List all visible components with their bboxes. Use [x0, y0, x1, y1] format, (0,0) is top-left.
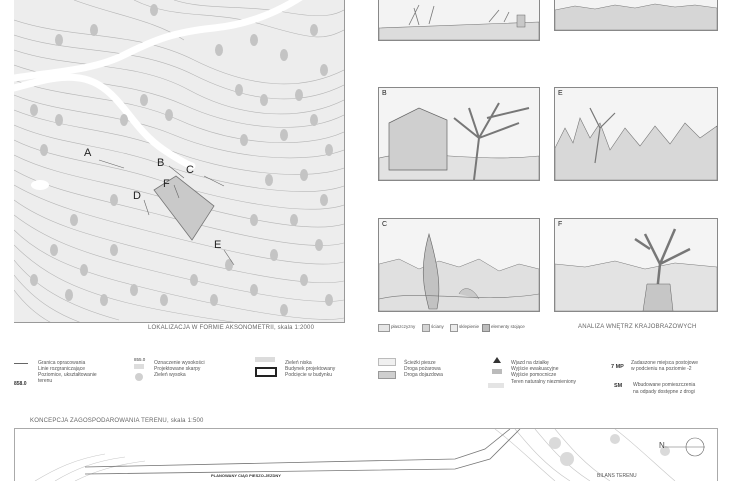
legend-lines: Linie rozgraniczające: [38, 366, 85, 372]
legend-standing: elementy stojące: [491, 324, 525, 329]
north-label: N: [659, 441, 665, 450]
concept-caption: KONCEPCJA ZAGOSPODAROWANIA TERENU, skala…: [30, 418, 204, 424]
legend-slopes: Projektowane skarpy: [154, 366, 201, 372]
legend-entry: Wjazd na działkę: [511, 360, 549, 366]
legend-evac-exit: Wyjście ewakuacyjne: [511, 366, 559, 372]
legend-vault: sklepienie: [459, 324, 480, 329]
legend-boundary: Granica opracowania: [38, 360, 86, 366]
legend-undercut: Podcięcie w budynku: [285, 372, 332, 378]
map-caption: LOKALIZACJA W FORMIE AKSONOMETRII, skala…: [148, 325, 315, 331]
path-label: PLANOWANY CIĄG PIESZO-JEZDNY: [211, 473, 281, 478]
legend-swatch-vault: [450, 324, 458, 332]
panel-f-letter: F: [558, 221, 563, 228]
panel-b-drawing: [379, 88, 539, 180]
balance-label: BILANS TERENU: [597, 473, 637, 479]
panel-b: B: [378, 87, 540, 181]
parking-code: 7 MP: [611, 364, 624, 370]
marker-c: C: [186, 164, 194, 176]
axonometric-map: A B C D E F: [14, 0, 345, 323]
panel-b-letter: B: [382, 90, 387, 97]
legend-waste-2: na odpady dostępne z drogi: [633, 389, 695, 395]
legend-parking-1: Zadaszone miejsca postojowe: [631, 360, 698, 366]
legend-building: Budynek projektowany: [285, 366, 336, 372]
access-road-icon: [378, 371, 396, 379]
panel-e-drawing: [555, 88, 717, 180]
legend-swatch-planes: [378, 324, 390, 332]
panel-c-letter: C: [382, 221, 388, 228]
concept-plan-svg: [34, 429, 705, 481]
waste-code: SM: [614, 383, 623, 389]
legend-tall-greenery: Zieleń wysoka: [154, 372, 186, 378]
legend-walls: ściany: [431, 324, 444, 329]
marker-f: F: [163, 178, 170, 190]
building-icon: [255, 367, 277, 377]
contour-map-svg: [14, 0, 344, 322]
legend-terrain: terenu: [38, 378, 53, 384]
legend-fire-road: Droga pożarowa: [404, 366, 441, 372]
panel-c-drawing: [379, 219, 539, 311]
legend-contours: Poziomice, ukształtowanie: [38, 372, 97, 378]
low-greenery-icon: [255, 357, 275, 362]
marker-e: E: [214, 239, 222, 251]
legend-waste-1: Wbudowane pomieszczenia: [633, 382, 696, 388]
concept-plan: N PLANOWANY CIĄG PIESZO-JEZDNY BILANS TE…: [14, 428, 718, 481]
slope-icon: [134, 364, 144, 369]
boundary-line-icon: [14, 363, 28, 364]
legend-swatch-walls: [422, 324, 430, 332]
tall-tree-icon: [135, 373, 143, 381]
panel-d: [554, 0, 718, 31]
panel-a-drawing: [379, 0, 539, 40]
marker-a: A: [84, 147, 92, 159]
analysis-caption: ANALIZA WNĘTRZ KRAJOBRAZOWYCH: [578, 324, 697, 330]
legend-planes: płaszczyzny: [391, 324, 416, 329]
projected-building: [153, 175, 215, 241]
legend-value-855: 855.0: [134, 357, 146, 362]
exit-icon: [492, 369, 502, 374]
legend-value-858: 858.0: [14, 381, 27, 387]
marker-d: D: [133, 190, 141, 202]
legend-access-road: Droga dojazdowa: [404, 372, 443, 378]
panel-d-drawing: [555, 0, 717, 30]
main-legend: Granica opracowania Linie rozgraniczając…: [14, 355, 716, 405]
panel-e-letter: E: [558, 90, 563, 97]
panel-f: F: [554, 218, 718, 312]
legend-low-greenery: Zieleń niska: [285, 360, 312, 366]
legend-swatch-standing: [482, 324, 490, 332]
legend-aux-exit: Wyjście pomocnicze: [511, 372, 557, 378]
panel-c: C: [378, 218, 540, 312]
panel-legend: płaszczyzny ściany sklepienie elementy s…: [378, 323, 558, 333]
marker-b: B: [157, 157, 165, 169]
panel-f-drawing: [555, 219, 717, 311]
road: [14, 0, 303, 170]
panel-e: E: [554, 87, 718, 181]
legend-height-mark: Oznaczenie wysokości: [154, 360, 205, 366]
legend-parking-2: w podcieniu na poziomie -2: [631, 366, 692, 372]
footpath-icon: [378, 358, 396, 366]
panel-a: [378, 0, 540, 41]
legend-footpaths: Ścieżki piesze: [404, 360, 436, 366]
natural-terrain-icon: [488, 383, 504, 388]
legend-natural-terrain: Teren naturalny niezmieniony: [511, 379, 577, 385]
entry-arrow-icon: [493, 357, 501, 363]
